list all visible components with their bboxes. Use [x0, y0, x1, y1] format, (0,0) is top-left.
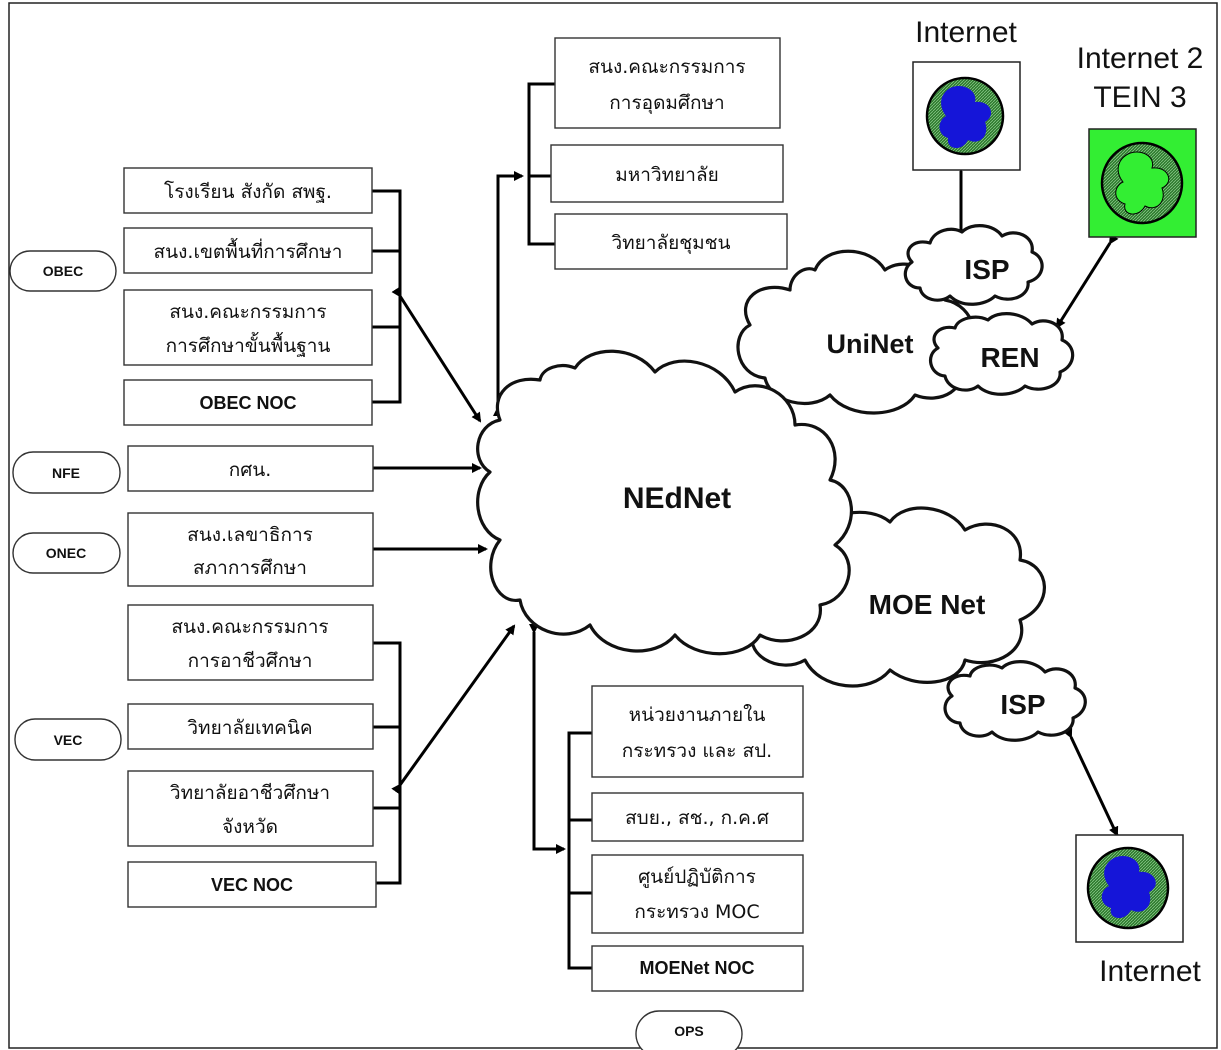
isp-bottom-label: ISP [1000, 689, 1045, 720]
uninet-cloud: UniNet [736, 249, 976, 415]
ops-box-internal-units: หน่วยงานภายใน กระทรวง และ สป. [591, 685, 804, 778]
box-label-line-2: การอาชีวศึกษา [188, 650, 313, 672]
group-onec: ONEC [12, 532, 121, 574]
group-obec: OBEC [9, 250, 117, 292]
tein-node: Internet 2 TEIN 3 [1077, 42, 1204, 238]
group-ops: OPS [635, 1010, 743, 1050]
globe-icon [1100, 141, 1184, 225]
isp-top-cloud: ISP [903, 224, 1044, 306]
obec-box-area-office: สนง.เขตพื้นที่การศึกษา [123, 227, 373, 274]
internet-top-node: Internet [912, 16, 1021, 171]
onec-box: สนง.เลขาธิการ สภาการศึกษา [127, 512, 374, 587]
box-label-line-1: สนง.เลขาธิการ [187, 524, 313, 546]
uninet-label: UniNet [827, 329, 914, 359]
box-label: วิทยาลัยชุมชน [611, 232, 730, 255]
higher-ed-box-community-college: วิทยาลัยชุมชน [554, 213, 788, 270]
isp-internet-bottom-arrow [1063, 727, 1119, 837]
box-label-line-2: สภาการศึกษา [193, 557, 307, 579]
nfe-label: NFE [52, 465, 80, 481]
globe-icon [925, 76, 1005, 156]
obec-link-arrow [391, 286, 482, 423]
box-label-line-2: กระทรวง MOC [634, 901, 759, 923]
diagram-frame [8, 2, 1218, 1049]
box-label-line-2: จังหวัด [222, 816, 278, 838]
nednet-cloud: NEdNet [476, 349, 853, 656]
box-label: สบย., สช., ก.ค.ศ [625, 807, 769, 829]
box-label-line-2: การอุดมศึกษา [609, 92, 724, 115]
box-label-line-1: สนง.คณะกรรมการ [588, 56, 745, 78]
box-label-line-2: การศึกษาขั้นพื้นฐาน [166, 332, 331, 357]
box-label: VEC NOC [211, 875, 293, 895]
ren-label: REN [980, 342, 1039, 373]
higher-ed-box-commission: สนง.คณะกรรมการ การอุดมศึกษา [554, 37, 781, 129]
nednet-label: NEdNet [623, 482, 731, 515]
higher-ed-bracket [527, 82, 555, 246]
vec-box-noc: VEC NOC [127, 861, 377, 908]
box-label-line-2: กระทรวง และ สป. [622, 740, 772, 762]
ops-box-offices: สบย., สช., ก.ค.ศ [591, 792, 804, 842]
vec-box-provincial-college: วิทยาลัยอาชีวศึกษา จังหวัด [127, 770, 374, 847]
ren-cloud: REN [928, 312, 1075, 396]
obec-box-school: โรงเรียน สังกัด สพฐ. [123, 167, 373, 214]
ops-box-moenet-noc: MOENet NOC [591, 945, 804, 992]
ops-link-arrow [529, 624, 566, 854]
obec-bracket [372, 189, 402, 404]
vec-box-commission: สนง.คณะกรรมการ การอาชีวศึกษา [127, 604, 374, 681]
higher-ed-link-arrow [493, 171, 524, 416]
obec-box-commission: สนง.คณะกรรมการ การศึกษาขั้นพื้นฐาน [123, 289, 373, 366]
vec-bracket [373, 641, 402, 885]
box-label-line-1: หน่วยงานภายใน [629, 704, 766, 726]
box-label: โรงเรียน สังกัด สพฐ. [164, 180, 332, 203]
obec-label: OBEC [43, 263, 83, 279]
onec-label: ONEC [46, 545, 86, 561]
ops-bracket [567, 731, 592, 970]
box-label: มหาวิทยาลัย [615, 164, 719, 186]
box-label: OBEC NOC [199, 393, 296, 413]
vec-label: VEC [54, 732, 83, 748]
moe-net-label: MOE Net [869, 589, 986, 620]
internet-top-label: Internet [915, 16, 1017, 49]
box-label-line-1: วิทยาลัยอาชีวศึกษา [170, 782, 331, 804]
vec-link-arrow [391, 624, 516, 795]
tein-ren-arrow [1055, 233, 1119, 329]
box-label: วิทยาลัยเทคนิค [187, 717, 313, 739]
box-label: กศน. [229, 459, 272, 481]
ops-label: OPS [674, 1023, 704, 1039]
box-label: MOENet NOC [639, 958, 754, 978]
box-label: สนง.เขตพื้นที่การศึกษา [154, 238, 343, 263]
ops-box-operations-center: ศูนย์ปฏิบัติการ กระทรวง MOC [591, 854, 804, 934]
internet-bottom-node: Internet [1075, 834, 1202, 988]
tein-label-2: TEIN 3 [1093, 81, 1186, 114]
box-label-line-1: สนง.คณะกรรมการ [171, 616, 328, 638]
higher-ed-box-university: มหาวิทยาลัย [550, 144, 784, 203]
box-label-line-1: ศูนย์ปฏิบัติการ [638, 866, 756, 888]
isp-bottom-cloud: ISP [943, 660, 1087, 742]
isp-top-label: ISP [964, 254, 1009, 285]
globe-icon [1086, 846, 1170, 930]
group-nfe: NFE [12, 451, 121, 494]
vec-box-technical-college: วิทยาลัยเทคนิค [127, 703, 374, 750]
box-label-line-1: สนง.คณะกรรมการ [169, 301, 326, 323]
obec-box-noc: OBEC NOC [123, 379, 373, 426]
internet-bottom-label: Internet [1099, 955, 1201, 988]
nfe-box: กศน. [127, 445, 374, 492]
group-vec: VEC [14, 718, 122, 761]
tein-label-1: Internet 2 [1077, 42, 1204, 75]
